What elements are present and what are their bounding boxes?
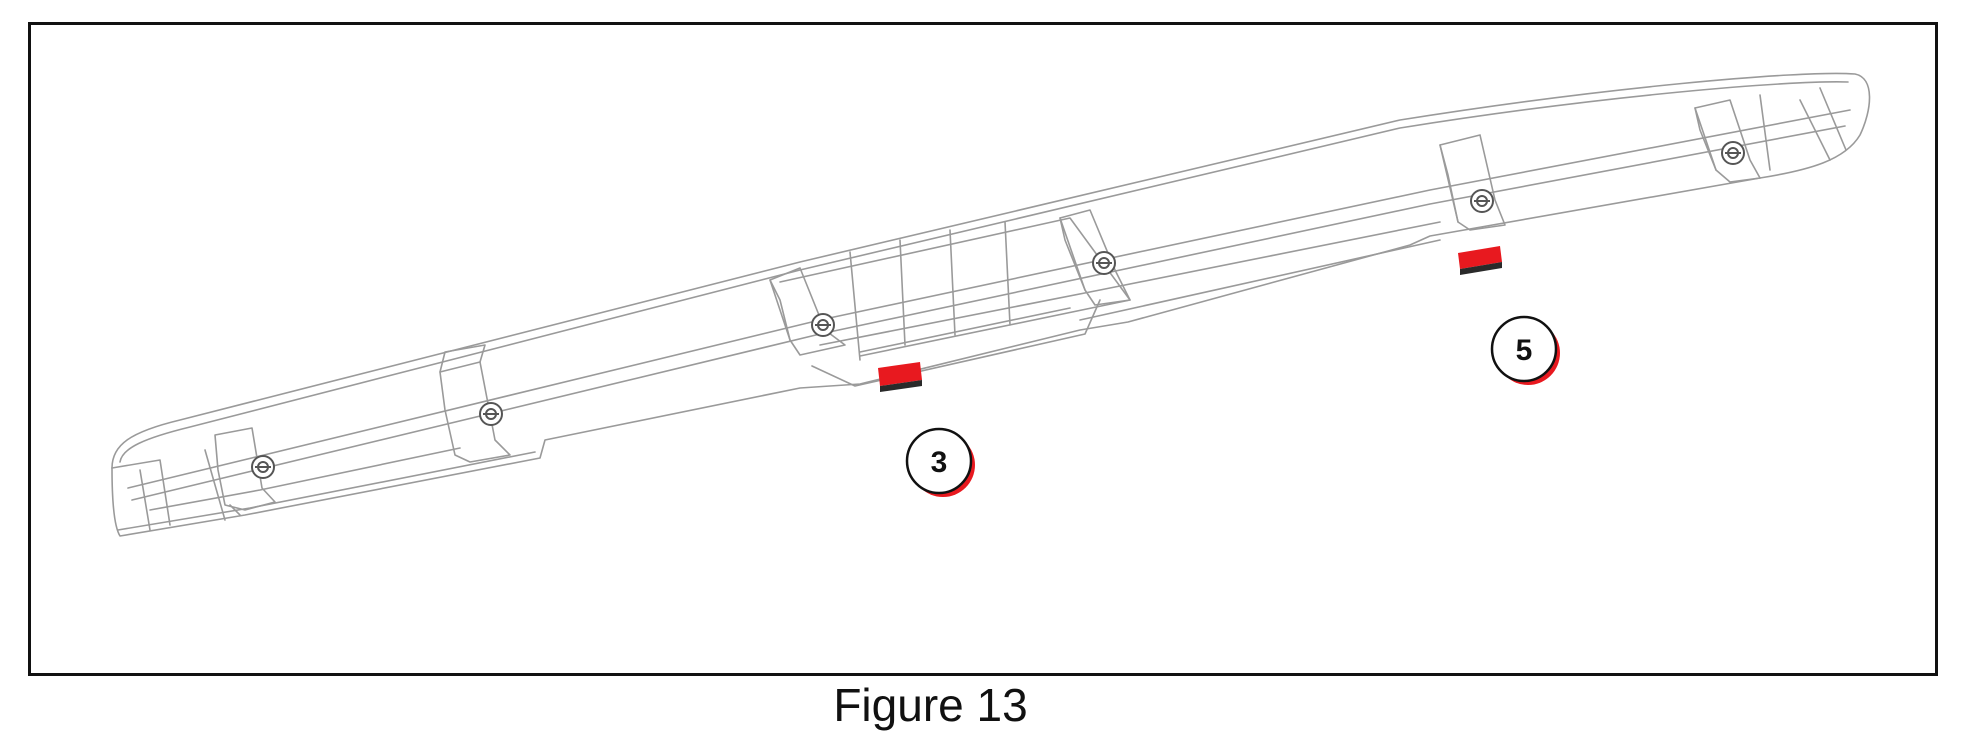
clip-icon <box>479 402 503 426</box>
callout-3-label: 3 <box>931 446 948 479</box>
clip-icon <box>811 313 835 337</box>
tower-2 <box>439 361 511 463</box>
figure-caption: Figure 13 <box>833 679 1028 731</box>
clip-icon <box>1092 251 1116 275</box>
bar-outline-bottom-inner <box>117 451 536 531</box>
figure-frame <box>28 22 1938 676</box>
tower-1 <box>214 427 276 511</box>
red-tape-marker <box>878 362 922 392</box>
clip-icon <box>251 455 275 479</box>
bar-outline-top-inner <box>119 81 1849 463</box>
clip-icon <box>1721 141 1745 165</box>
callout-5-label: 5 <box>1516 334 1533 367</box>
bar-outline-top <box>111 72 1871 469</box>
callout-3: 3 <box>905 427 975 497</box>
bar-outline-bottom <box>111 177 1761 537</box>
callout-5: 5 <box>1490 315 1560 385</box>
red-tape-marker <box>1458 246 1502 275</box>
clip-icon <box>1470 189 1494 213</box>
